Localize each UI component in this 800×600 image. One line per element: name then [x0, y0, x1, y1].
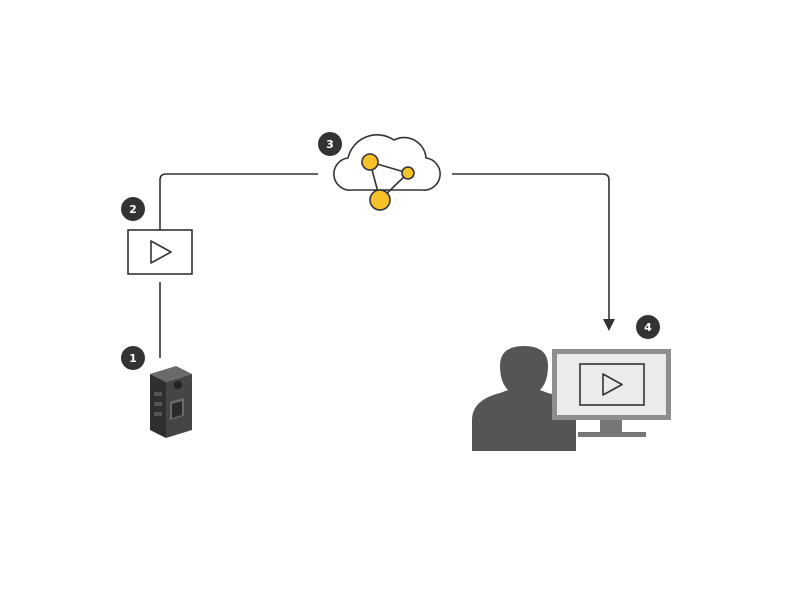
monitor-play-icon: [579, 363, 645, 406]
cloud-network-icon: [333, 134, 441, 211]
monitor-stand-neck: [600, 420, 622, 432]
arrowhead-down-icon: [603, 319, 615, 331]
network-node-bottom: [369, 189, 391, 211]
step-number-3: 3: [326, 138, 334, 151]
monitor-stand-base: [578, 432, 646, 437]
step-badge-4: 4: [636, 315, 660, 339]
body-camera-icon: [150, 366, 192, 438]
connector-lines: [159, 173, 610, 358]
step-badge-3: 3: [318, 132, 342, 156]
step-badge-2: 2: [121, 197, 145, 221]
network-node-top-left: [361, 153, 379, 171]
step-number-1: 1: [129, 352, 137, 365]
connector-cloud-to-monitor: [452, 173, 610, 320]
cloud-outline: [333, 134, 441, 191]
step-badge-1: 1: [121, 346, 145, 370]
monitor-icon: [552, 349, 671, 437]
network-node-right: [401, 166, 415, 180]
video-play-icon: [127, 229, 193, 275]
step-number-2: 2: [129, 203, 137, 216]
step-number-4: 4: [644, 321, 652, 334]
person-silhouette-icon: [472, 346, 576, 451]
connector-video-to-cloud: [159, 173, 318, 230]
